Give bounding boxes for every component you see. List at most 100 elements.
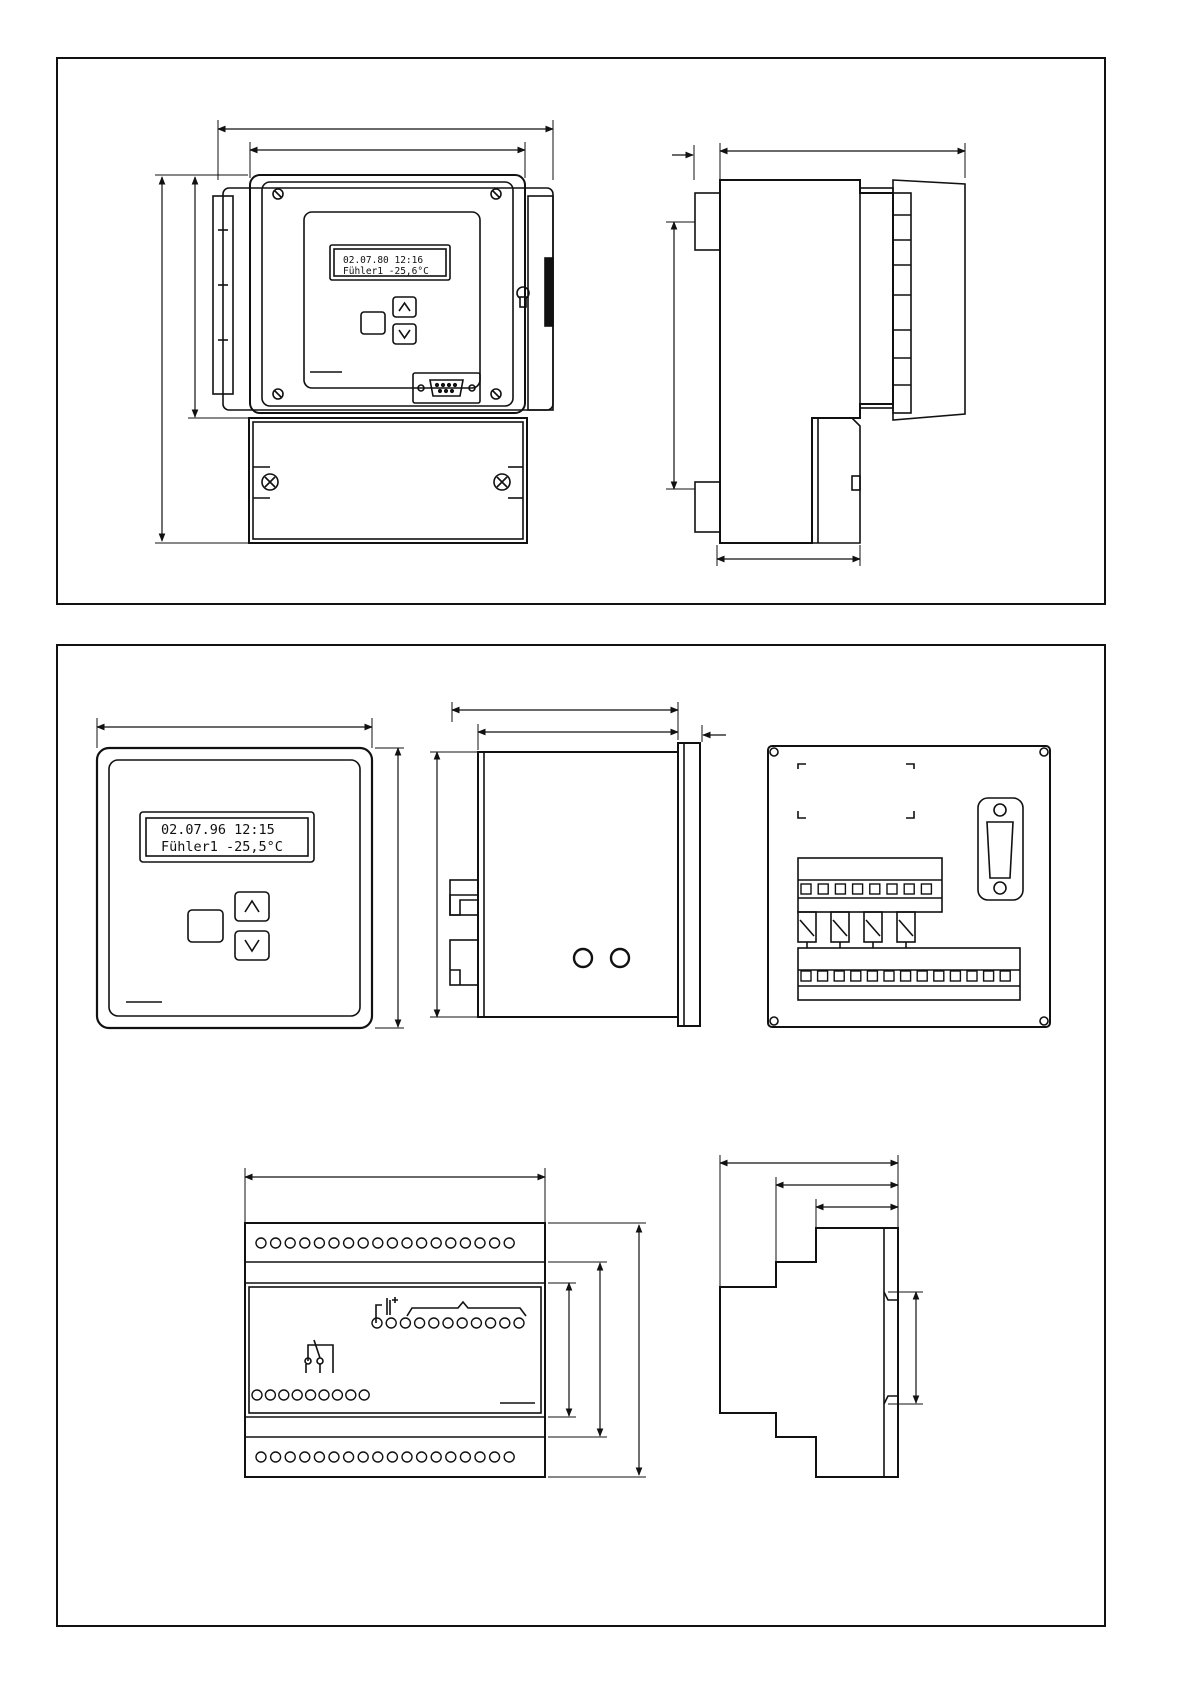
terminal-screw [300,1238,310,1248]
chevron-down-icon [399,330,410,338]
terminal-screw [490,1238,500,1248]
terminal-screw [475,1452,485,1462]
terminal-screw [457,1318,467,1328]
terminal-screw [387,1452,397,1462]
terminal-screw [504,1238,514,1248]
terminal-screw [402,1452,412,1462]
terminal-clamp [901,971,911,981]
terminal-screw [373,1452,383,1462]
terminal-clamp [801,971,811,981]
wall-down-button[interactable] [393,324,416,344]
terminal-screw [514,1318,524,1328]
terminal-screw [417,1452,427,1462]
terminal-clamp [851,971,861,981]
terminal-screw [431,1452,441,1462]
terminal-screw [475,1238,485,1248]
terminal-screw [490,1452,500,1462]
terminal-screw [306,1390,316,1400]
terminal-screw [471,1318,481,1328]
terminal-screw [265,1390,275,1400]
terminal-screw [415,1318,425,1328]
din-rail-unit-side-view [720,1155,923,1477]
terminal-screw [402,1238,412,1248]
terminal-clamp [818,884,828,894]
terminal-screw [279,1390,289,1400]
wall-unit-side-view [666,143,965,566]
terminal-screw [372,1318,382,1328]
chevron-up-icon [399,303,410,311]
wall-unit-front-view [155,120,553,543]
terminal-screw [314,1452,324,1462]
terminal-screw [344,1238,354,1248]
chevron-down-icon [245,940,259,951]
panel-unit-side-view [430,702,726,1026]
terminal-screw [292,1390,302,1400]
terminal-screw [443,1318,453,1328]
wall-enter-button[interactable] [361,312,385,334]
panel-enter-button[interactable] [188,910,223,942]
din-rail-unit-front-view [245,1168,646,1477]
terminal-screw [256,1238,266,1248]
wall-lcd-line-1: 02.07.80 12:16 [343,255,423,266]
terminal-screw [504,1452,514,1462]
terminal-screw [319,1390,329,1400]
db9-connector-icon[interactable] [978,798,1023,900]
terminal-screw [446,1238,456,1248]
terminal-clamp [867,971,877,981]
terminal-screw [417,1238,427,1248]
terminal-clamp [1000,971,1010,981]
terminal-clamp [884,971,894,981]
terminal-screw [400,1318,410,1328]
terminal-clamp [870,884,880,894]
panel-unit-front-view [97,718,404,1028]
terminal-screw [285,1452,295,1462]
terminal-screw [373,1238,383,1248]
terminal-screw [431,1238,441,1248]
terminal-screw [346,1390,356,1400]
terminal-screw [358,1238,368,1248]
terminal-screw [314,1238,324,1248]
chevron-up-icon [245,901,259,912]
terminal-screw [446,1452,456,1462]
terminal-screw [486,1318,496,1328]
terminal-clamp [835,884,845,894]
terminal-screw [359,1390,369,1400]
terminal-clamp [887,884,897,894]
panel-lcd-line-1: 02.07.96 12:15 [161,822,275,838]
terminal-screw [460,1238,470,1248]
terminal-screw [332,1390,342,1400]
terminal-screw [256,1452,266,1462]
terminal-clamp [917,971,927,981]
terminal-clamp [834,971,844,981]
terminal-screw [329,1452,339,1462]
terminal-screw [252,1390,262,1400]
terminal-clamp [950,971,960,981]
terminal-screw [358,1452,368,1462]
terminal-clamp [984,971,994,981]
terminal-clamp [853,884,863,894]
terminal-screw [300,1452,310,1462]
bottom-frame [57,645,1105,1626]
terminal-screw [386,1318,396,1328]
panel-up-button[interactable] [235,892,269,921]
terminal-screw [387,1238,397,1248]
latch-strip [545,258,553,326]
terminal-screw [429,1318,439,1328]
terminal-clamp [967,971,977,981]
wall-up-button[interactable] [393,297,416,317]
panel-down-button[interactable] [235,931,269,960]
wall-lcd-line-2: Fühler1 -25,6°C [343,266,429,277]
terminal-screw [500,1318,510,1328]
terminal-clamp [904,884,914,894]
terminal-clamp [801,884,811,894]
terminal-screw [271,1452,281,1462]
panel-lcd-line-2: Fühler1 -25,5°C [161,839,283,855]
terminal-screw [329,1238,339,1248]
terminal-screw [460,1452,470,1462]
terminal-screw [271,1238,281,1248]
terminal-clamp [818,971,828,981]
terminal-screw [285,1238,295,1248]
terminal-clamp [934,971,944,981]
top-frame [57,58,1105,604]
